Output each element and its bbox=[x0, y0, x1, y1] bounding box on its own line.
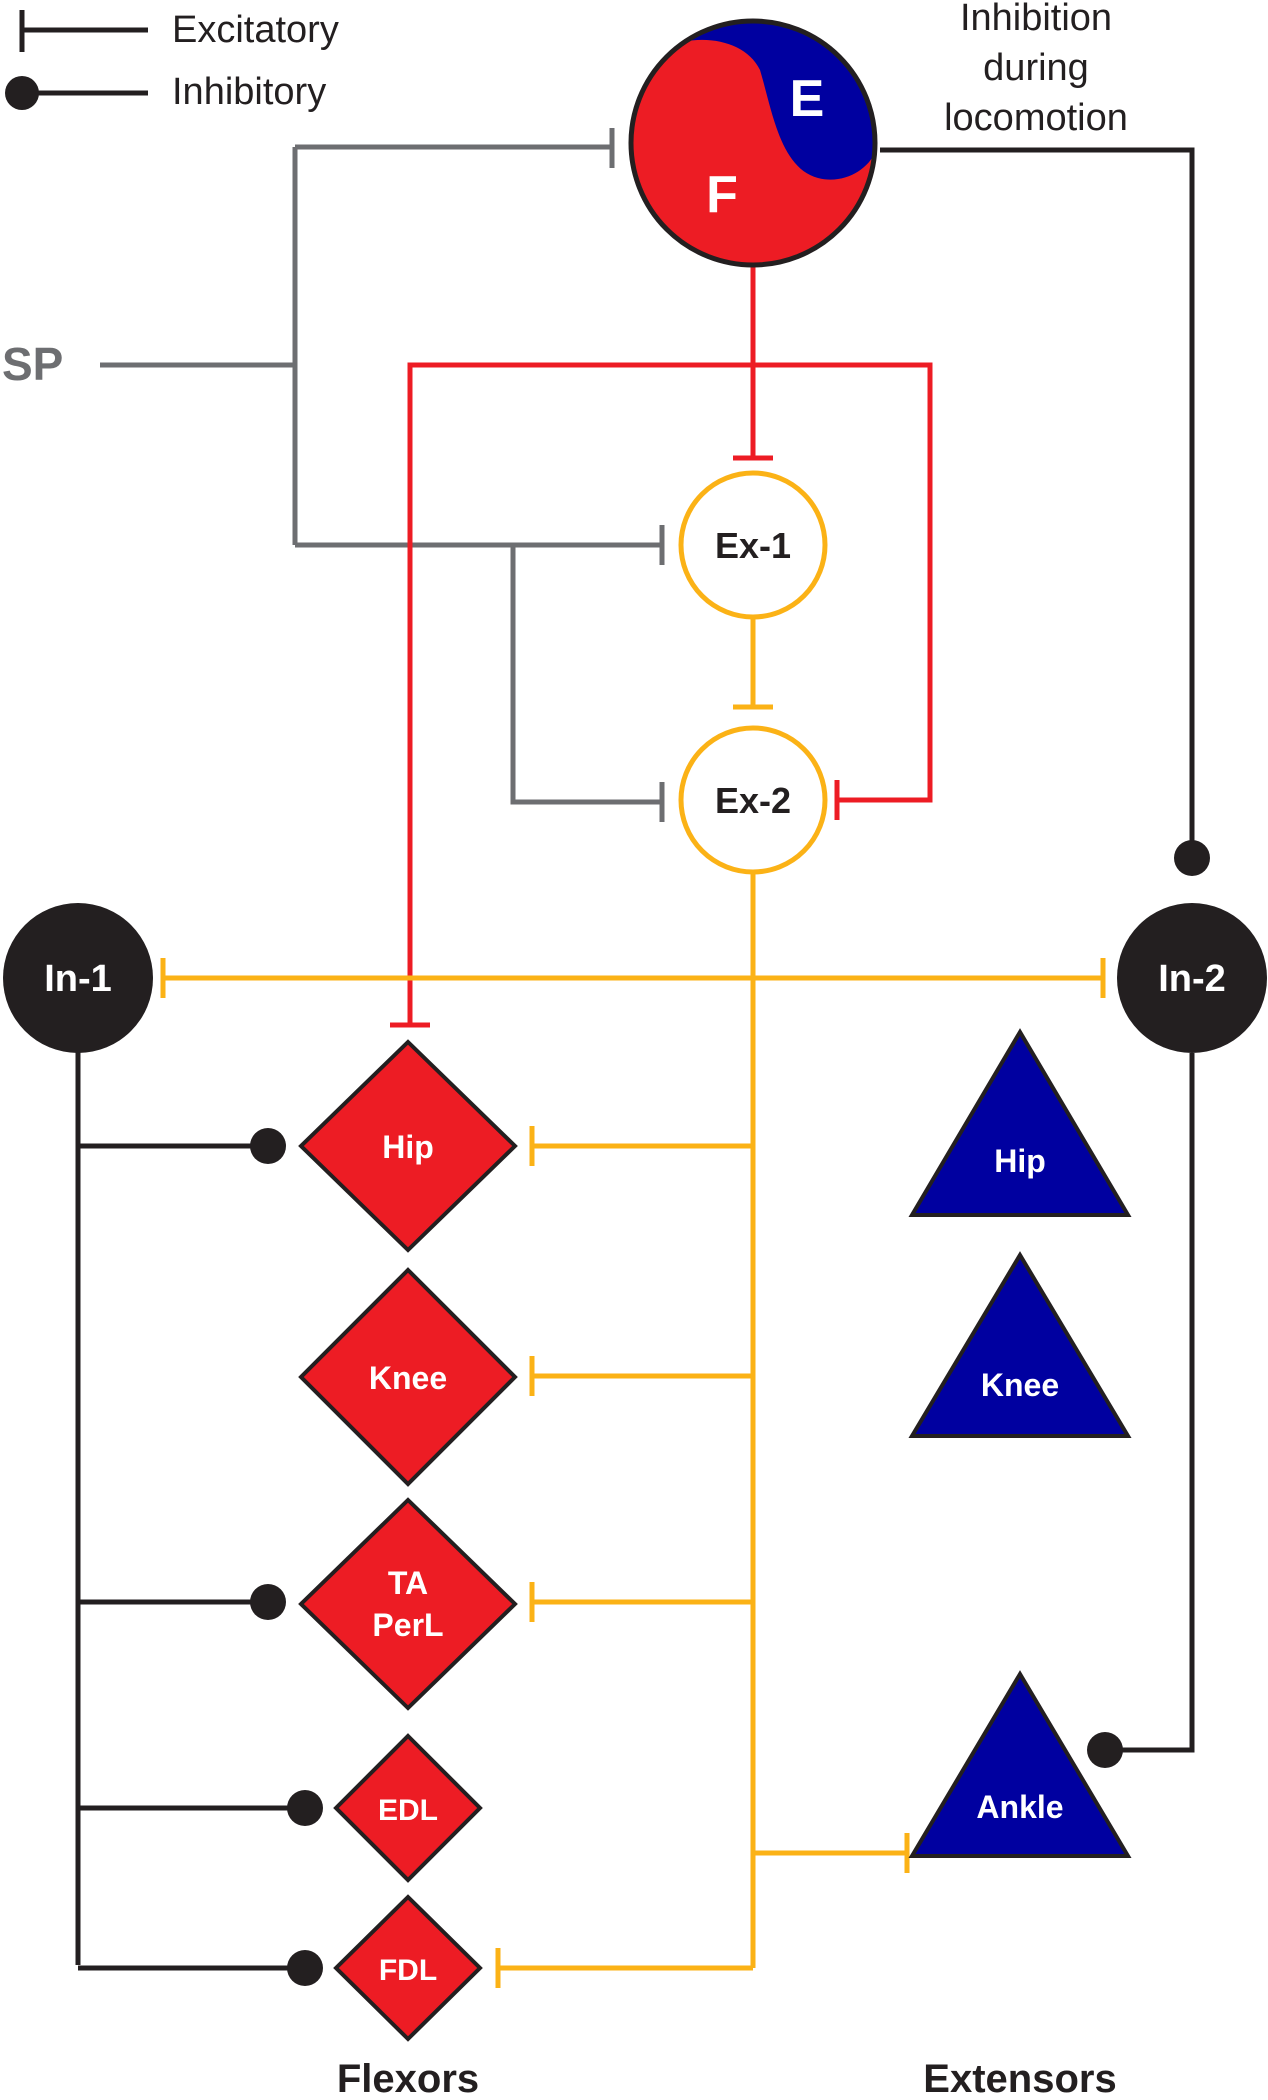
black-connections bbox=[75, 147, 1195, 1971]
cpg-flexor-connections bbox=[390, 265, 933, 1028]
inhibition-label-line-2: during bbox=[983, 47, 1089, 89]
extensor-hip: Hip bbox=[908, 1028, 1132, 1217]
flexor-edl: EDL bbox=[333, 1733, 483, 1883]
inhibition-label-line-3: locomotion bbox=[944, 97, 1128, 139]
cpg-extensor-label: E bbox=[790, 70, 825, 128]
extensor-ankle-triangle bbox=[908, 1670, 1132, 1858]
flexor-fdl: FDL bbox=[333, 1894, 483, 2042]
in1-to-flexor-ta-inhibitory-dot bbox=[250, 1584, 286, 1620]
in1-label: In-1 bbox=[44, 958, 112, 1000]
in1-to-flexor-hip-inhibitory-dot bbox=[250, 1128, 286, 1164]
sp-label: SP bbox=[2, 338, 63, 390]
flexor-knee-diamond bbox=[298, 1267, 518, 1487]
cpg-to-in2-line bbox=[880, 147, 1195, 858]
in1-to-flexor-edl-inhibitory-dot bbox=[287, 1790, 323, 1826]
in2-circle bbox=[1117, 903, 1267, 1053]
flexor-hip: Hip bbox=[298, 1039, 518, 1253]
flexor-ta-label: TA bbox=[388, 1565, 428, 1601]
flexors-label: Flexors bbox=[337, 2057, 479, 2100]
flexor-ta-perl-diamond bbox=[298, 1497, 518, 1711]
flexor-hip-diamond bbox=[298, 1039, 518, 1253]
cpg-outline bbox=[628, 18, 878, 268]
cpg-to-in2-inhibitory-dot bbox=[1174, 840, 1210, 876]
flexor-fdl-label: FDL bbox=[379, 1954, 437, 1987]
flexor-knee-label: Knee bbox=[369, 1360, 447, 1396]
ex1-label: Ex-1 bbox=[715, 525, 791, 566]
in2-label: In-2 bbox=[1158, 958, 1226, 1000]
legend-inhibitory-label: Inhibitory bbox=[172, 71, 326, 113]
inhibition-label-line-1: Inhibition bbox=[960, 0, 1112, 39]
flexor-edl-label: EDL bbox=[378, 1794, 438, 1827]
legend-excitatory-label: Excitatory bbox=[172, 9, 339, 51]
in2-to-ankle-line bbox=[1105, 1053, 1195, 1753]
ex2-node: Ex-2 bbox=[678, 725, 828, 875]
cpg-flexor-label: F bbox=[706, 166, 738, 224]
inhibitory-synapses bbox=[250, 840, 1210, 1986]
flexor-hip-label: Hip bbox=[382, 1129, 434, 1165]
flexor-perl-label: PerL bbox=[372, 1607, 443, 1643]
flexor-ta-perl: TA PerL bbox=[298, 1497, 518, 1711]
extensor-ankle-label: Ankle bbox=[976, 1789, 1063, 1825]
extensor-knee-triangle bbox=[908, 1251, 1132, 1438]
in1-node: In-1 bbox=[3, 903, 153, 1053]
flexor-edl-diamond bbox=[333, 1733, 483, 1883]
extensor-knee: Knee bbox=[908, 1251, 1132, 1438]
in1-circle bbox=[3, 903, 153, 1053]
excitatory-interneuron-connections bbox=[160, 617, 1106, 1988]
cpg-extensor-half bbox=[631, 21, 875, 180]
ex2-circle bbox=[678, 725, 828, 875]
extensors-label: Extensors bbox=[923, 2057, 1116, 2100]
legend: Excitatory Inhibitory bbox=[5, 9, 339, 113]
extensor-hip-label: Hip bbox=[994, 1143, 1046, 1179]
extensor-hip-triangle bbox=[908, 1028, 1132, 1217]
in2-to-ankle-inhibitory-dot bbox=[1087, 1732, 1123, 1768]
ex2-label: Ex-2 bbox=[715, 780, 791, 821]
flexor-knee: Knee bbox=[298, 1267, 518, 1487]
cpg-branch-line bbox=[407, 362, 933, 1025]
extensor-ankle: Ankle bbox=[908, 1670, 1132, 1858]
inhibition-label: Inhibition during locomotion bbox=[944, 0, 1128, 139]
cpg-half-center: E F bbox=[628, 18, 878, 268]
flexor-fdl-diamond bbox=[333, 1894, 483, 2042]
sp-connections bbox=[100, 128, 665, 822]
ex1-node: Ex-1 bbox=[678, 470, 828, 620]
in1-to-flexor-fdl-inhibitory-dot bbox=[287, 1950, 323, 1986]
extensor-knee-label: Knee bbox=[981, 1367, 1059, 1403]
in2-node: In-2 bbox=[1117, 903, 1267, 1053]
sp-to-ex2-line bbox=[510, 545, 662, 805]
ex1-circle bbox=[678, 470, 828, 620]
